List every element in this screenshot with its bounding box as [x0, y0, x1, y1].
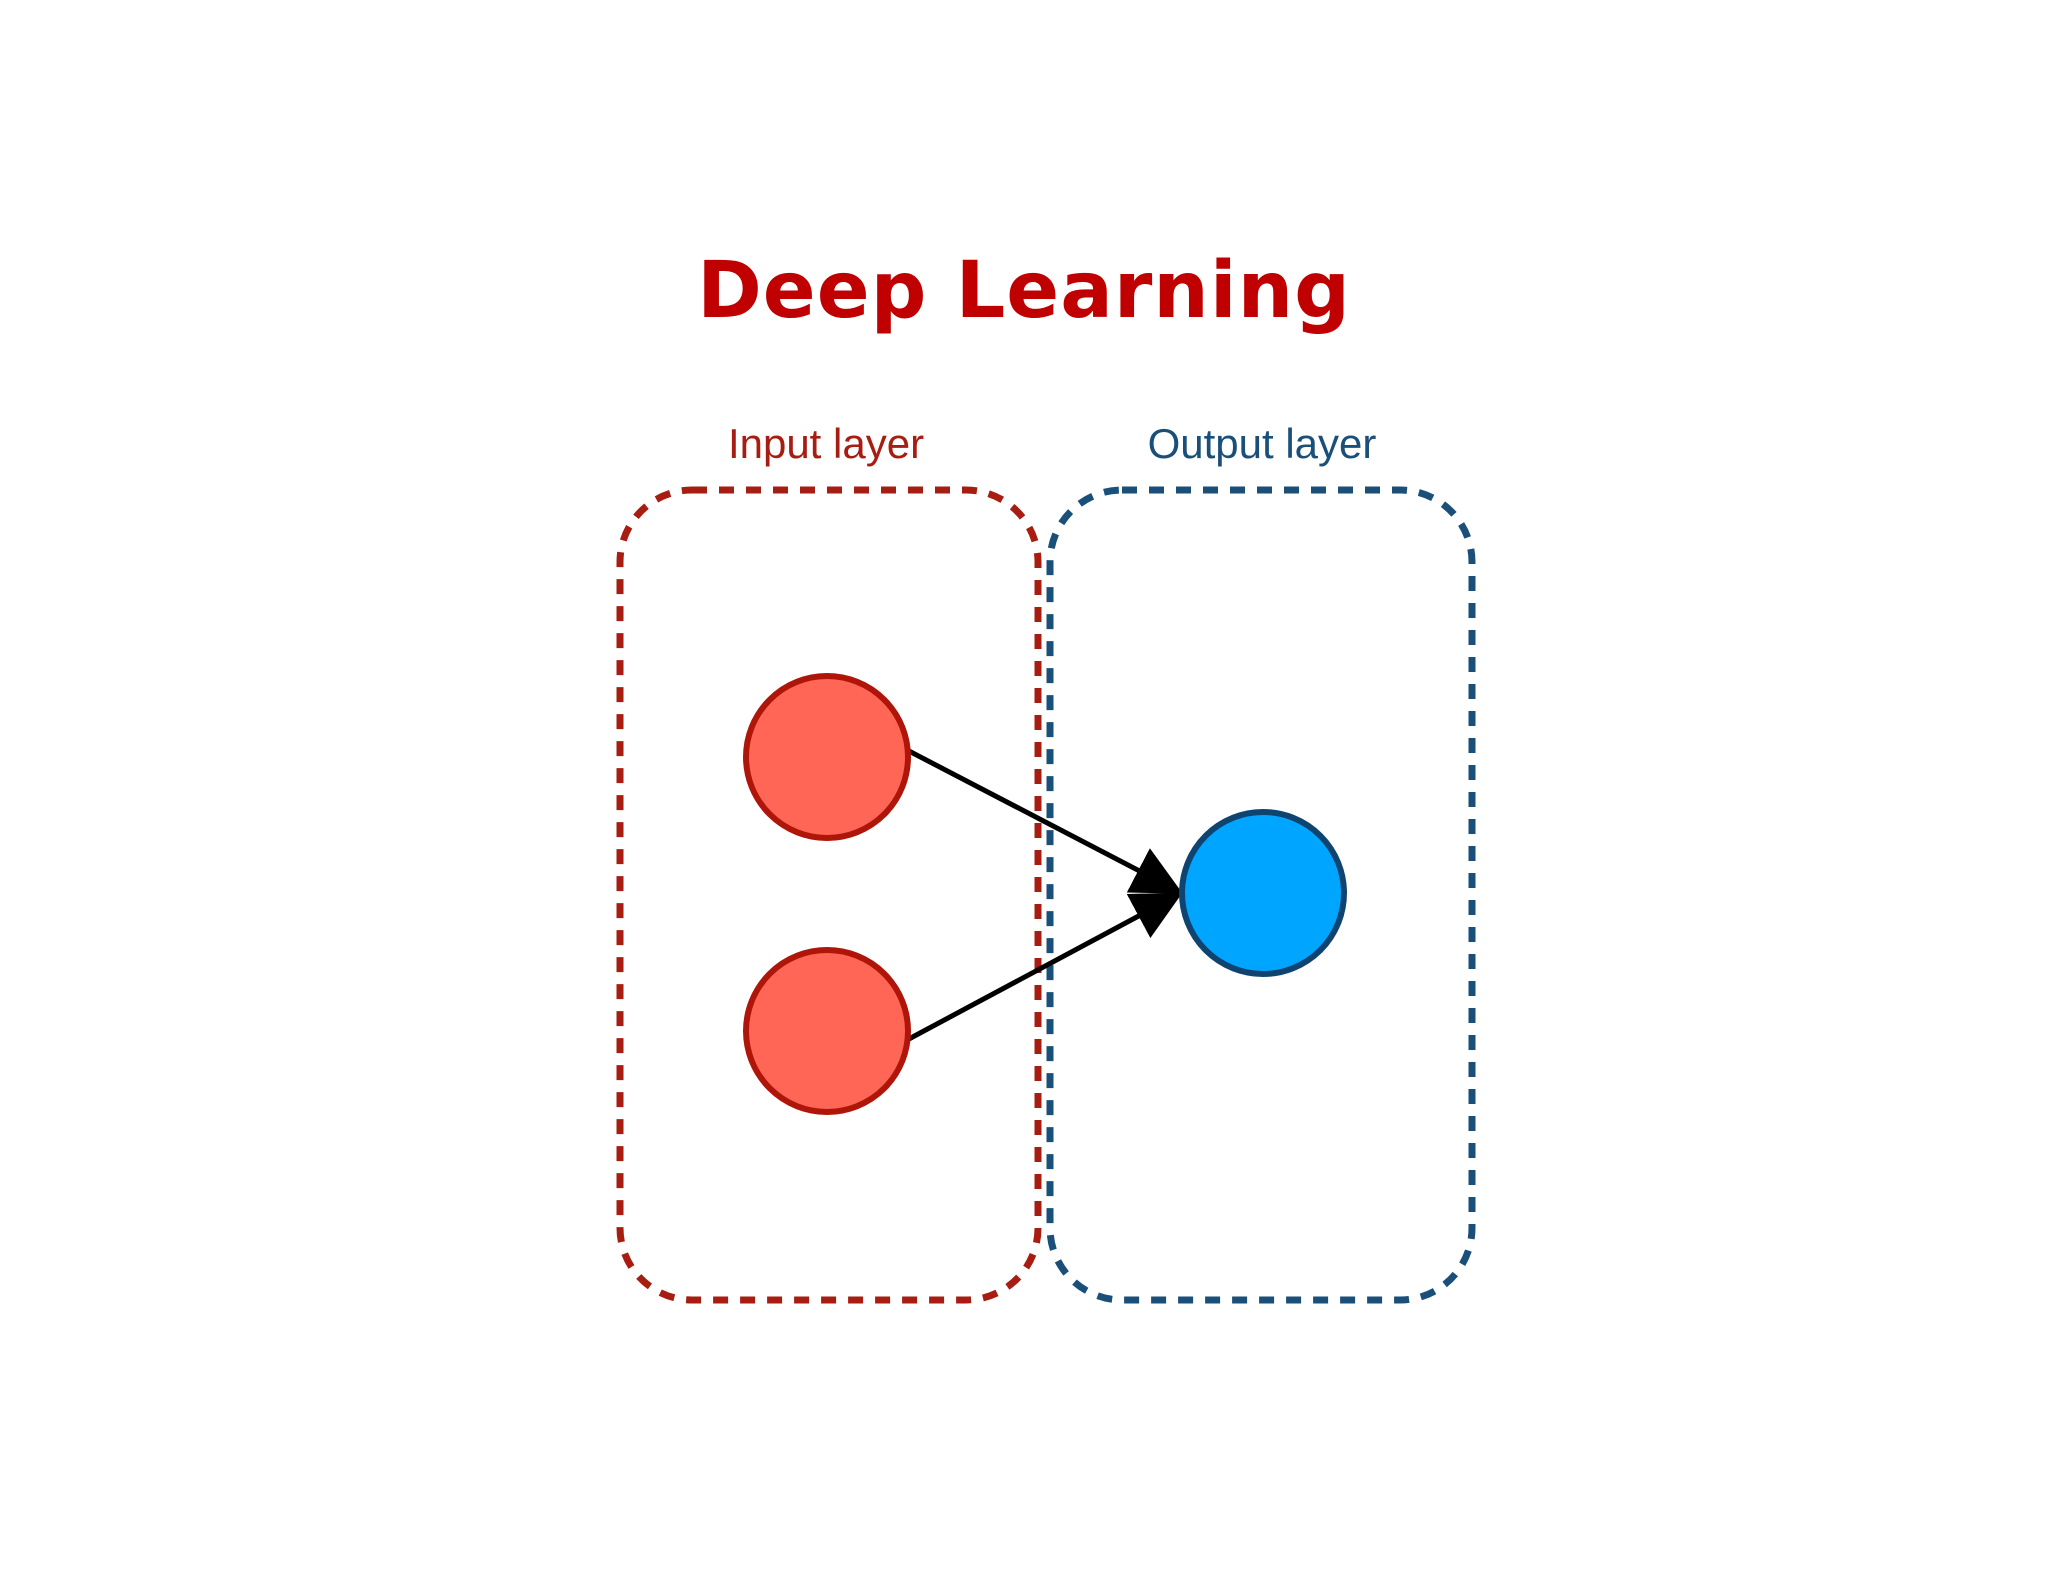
output-node [1179, 809, 1347, 977]
output-layer-box [1046, 486, 1476, 1304]
connection-arrow [905, 892, 1183, 1043]
diagram-title: Deep Learning [697, 246, 1351, 336]
input-node [743, 947, 911, 1115]
output-layer-label: Output layer [1148, 420, 1377, 467]
connection-arrow [905, 747, 1183, 894]
input-layer-label: Input layer [728, 420, 924, 467]
input-node [743, 673, 911, 841]
input-layer-box [616, 486, 1042, 1304]
